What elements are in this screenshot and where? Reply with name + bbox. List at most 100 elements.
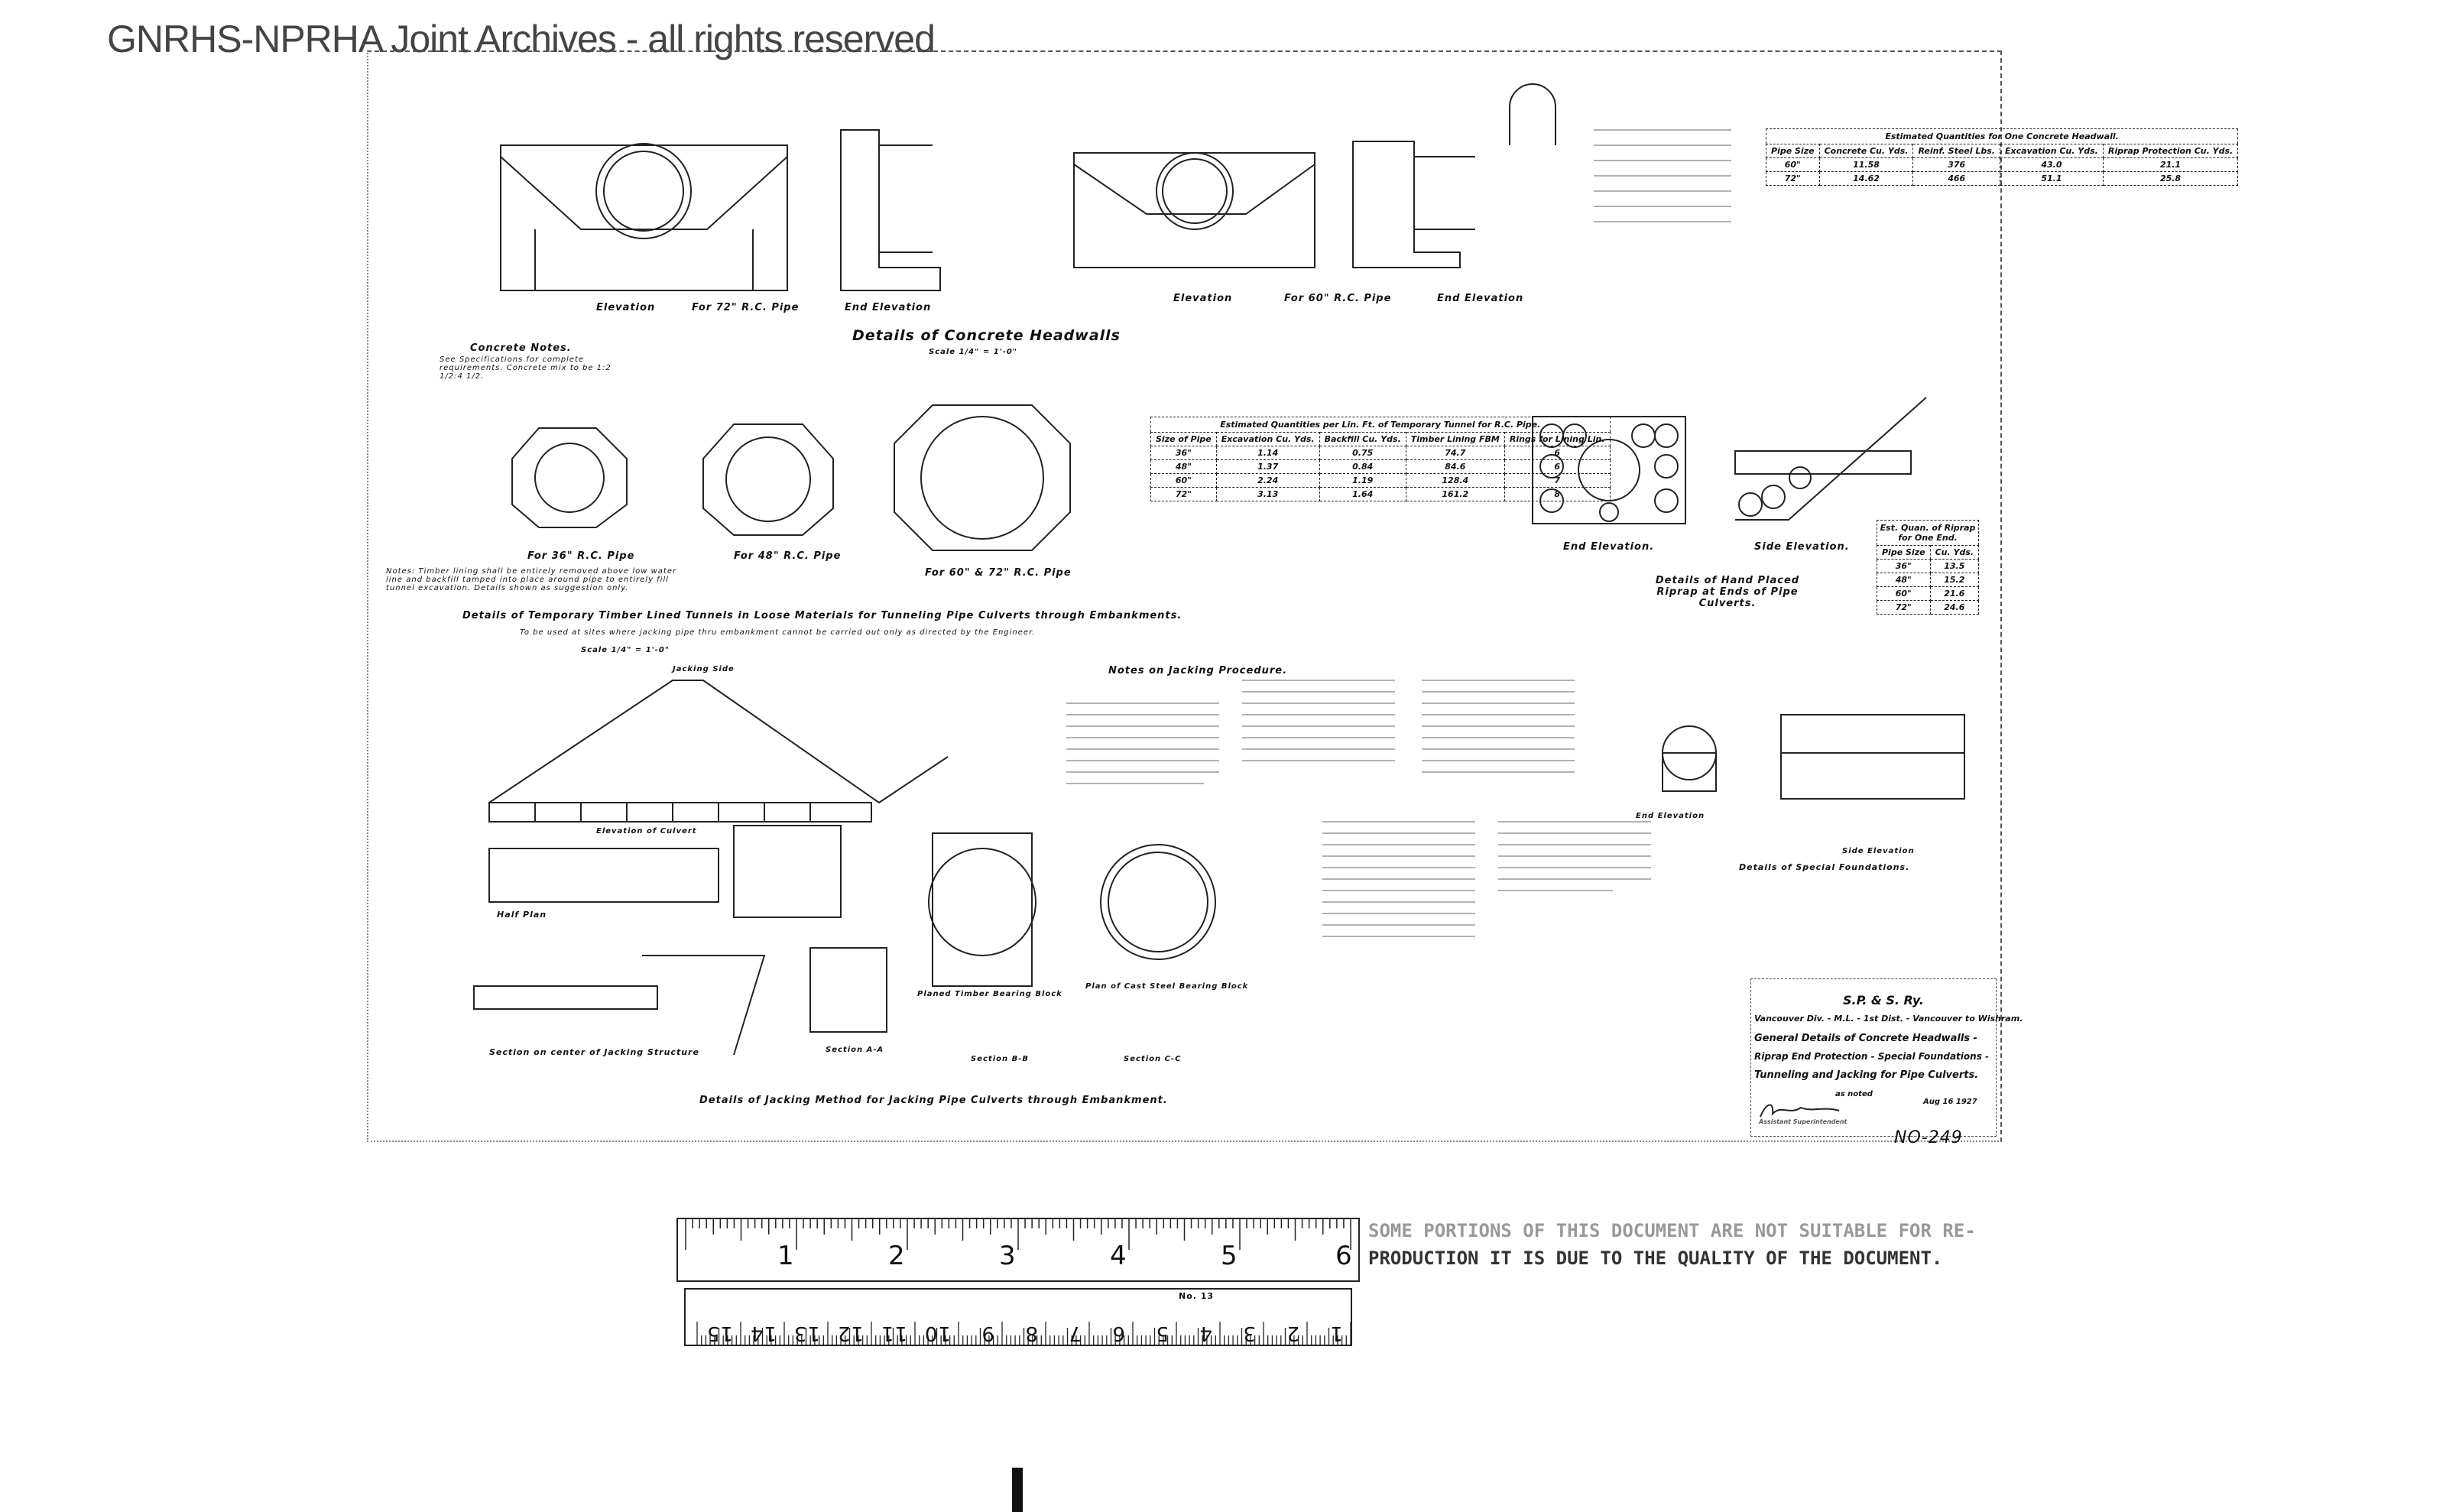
headwalls-scale: Scale 1/4" = 1'-0": [929, 348, 1018, 356]
title-line-3: Tunneling and Jacking for Pipe Culverts.: [1754, 1069, 1979, 1081]
riprap-title: Details of Hand Placed Riprap at Ends of…: [1655, 575, 1800, 609]
cell: 1.64: [1319, 487, 1406, 501]
th: Reinf. Steel Lbs.: [1912, 144, 2000, 158]
cell: 72": [1150, 487, 1217, 501]
cell: 21.6: [1929, 586, 1980, 601]
cell: 48": [1150, 459, 1217, 474]
inch-label: 6: [1335, 1241, 1353, 1271]
view-label: End Elevation: [845, 302, 932, 313]
inch-label: 1: [777, 1241, 795, 1271]
signer-title: Assistant Superintendent: [1759, 1118, 1847, 1125]
view-label: Side Elevation: [1842, 847, 1915, 855]
title-line-1: General Details of Concrete Headwalls -: [1754, 1033, 1977, 1044]
cm-label: 13: [793, 1322, 820, 1345]
cm-label: 10: [923, 1322, 951, 1345]
concrete-notes-title: Concrete Notes.: [470, 342, 572, 354]
jacking-section: [473, 947, 887, 1056]
cm-label: 2: [1286, 1322, 1299, 1345]
view-label: Elevation: [596, 302, 656, 313]
view-label: End Elevation.: [1563, 541, 1655, 553]
cm-label: 3: [1242, 1322, 1256, 1345]
cell: 3.13: [1215, 487, 1320, 501]
cm-label: 6: [1111, 1322, 1125, 1345]
cell: 48": [1877, 573, 1931, 587]
view-label: For 60" R.C. Pipe: [1284, 293, 1392, 304]
table-row: 48"15.2: [1877, 573, 1980, 587]
cm-label: 4: [1199, 1322, 1212, 1345]
special-foundation: [1662, 714, 1965, 800]
date-stamp: Aug 16 1927: [1923, 1098, 1977, 1106]
title-line-2: Riprap End Protection - Special Foundati…: [1754, 1051, 1989, 1062]
tunnels-scale: Scale 1/4" = 1'-0": [581, 646, 670, 654]
tunnel-notes: Notes: Timber lining shall be entirely r…: [386, 567, 677, 592]
riprap-side: [1734, 397, 1927, 521]
inch-label: 2: [888, 1241, 906, 1271]
tunnel-caption: For 36" R.C. Pipe: [527, 550, 635, 562]
inch-ruler: 1 2 3 4 5 6: [676, 1218, 1360, 1282]
archive-watermark: GNRHS-NPRHA Joint Archives - all rights …: [107, 18, 936, 60]
cell: 72": [1766, 171, 1820, 186]
title-block: S.P. & S. Ry. Vancouver Div. - M.L. - 1s…: [1750, 978, 2023, 1137]
cell: 466: [1912, 171, 2000, 186]
cell: 36": [1150, 446, 1217, 460]
scale-note: as noted: [1835, 1090, 1873, 1098]
binding-mark: [1012, 1468, 1023, 1512]
cell: 1.37: [1215, 459, 1320, 474]
cm-label: 12: [836, 1322, 864, 1345]
cell: 376: [1912, 157, 2000, 172]
cell: 161.2: [1405, 487, 1505, 501]
th: Riprap Protection Cu. Yds.: [2102, 144, 2239, 158]
cell: 21.1: [2102, 157, 2239, 172]
view-label: Elevation of Culvert: [596, 827, 697, 835]
cell: 1.19: [1319, 473, 1406, 488]
jacking-half-plan: [488, 825, 842, 918]
cell: 72": [1877, 600, 1931, 615]
cm-label: 7: [1068, 1322, 1082, 1345]
th: Cu. Yds.: [1929, 545, 1980, 560]
stamp-line-1: SOME PORTIONS OF THIS DOCUMENT ARE NOT S…: [1368, 1220, 1976, 1241]
cell: 11.58: [1818, 157, 1914, 172]
tunnel-quantities-table: Estimated Quantities per Lin. Ft. of Tem…: [1150, 417, 1611, 501]
view-label: Elevation: [1173, 293, 1233, 304]
cm-label: 15: [706, 1322, 733, 1345]
inch-label: 4: [1110, 1241, 1127, 1271]
cell: 60": [1877, 586, 1931, 601]
cm-label: 11: [880, 1322, 907, 1345]
headwall-60-elevation: [1073, 152, 1315, 268]
view-label: Section C-C: [1124, 1055, 1182, 1063]
jacking-side-label: Jacking Side: [673, 665, 735, 673]
inch-label: 5: [1221, 1241, 1238, 1271]
tunnels-title: Details of Temporary Timber Lined Tunnel…: [462, 610, 1182, 621]
headwall-72-elevation: [500, 143, 788, 291]
cell: 13.5: [1929, 559, 1980, 573]
quality-disclaimer-stamp: SOME PORTIONS OF THIS DOCUMENT ARE NOT S…: [1368, 1217, 1976, 1272]
cell: 128.4: [1405, 473, 1505, 488]
bearing-block-steel: [1100, 844, 1216, 960]
foundations-title: Details of Special Foundations.: [1739, 862, 1910, 872]
headwalls-title: Details of Concrete Headwalls: [852, 327, 1121, 344]
cell: 14.62: [1818, 171, 1914, 186]
drawing-sheet: [367, 50, 2002, 1142]
notes-text-blocks: [1066, 129, 1731, 937]
cell: 25.8: [2102, 171, 2239, 186]
jacking-notes-title: Notes on Jacking Procedure.: [1108, 665, 1288, 677]
table-row: 36"13.5: [1877, 559, 1980, 573]
headwall-60-end: [1352, 141, 1475, 268]
stamp-line-2: PRODUCTION IT IS DUE TO THE QUALITY OF T…: [1368, 1248, 1943, 1269]
cm-label: 5: [1155, 1322, 1169, 1345]
table-title: Estimated Quantities per Lin. Ft. of Tem…: [1150, 417, 1611, 432]
division-line: Vancouver Div. - M.L. - 1st Dist. - Vanc…: [1754, 1014, 2023, 1024]
th: Pipe Size: [1877, 545, 1931, 560]
riprap-quantities-table: Est. Quan. of Riprap for One End. Pipe S…: [1877, 520, 1980, 615]
signature-icon: [1760, 1104, 1840, 1118]
headwall-72-end: [840, 129, 941, 291]
cm-label: 1: [1329, 1322, 1343, 1345]
view-label: Section A-A: [826, 1046, 884, 1054]
cell: 84.6: [1405, 459, 1505, 474]
table-row: 60"21.6: [1877, 586, 1980, 601]
tunnel-36: [511, 427, 628, 528]
